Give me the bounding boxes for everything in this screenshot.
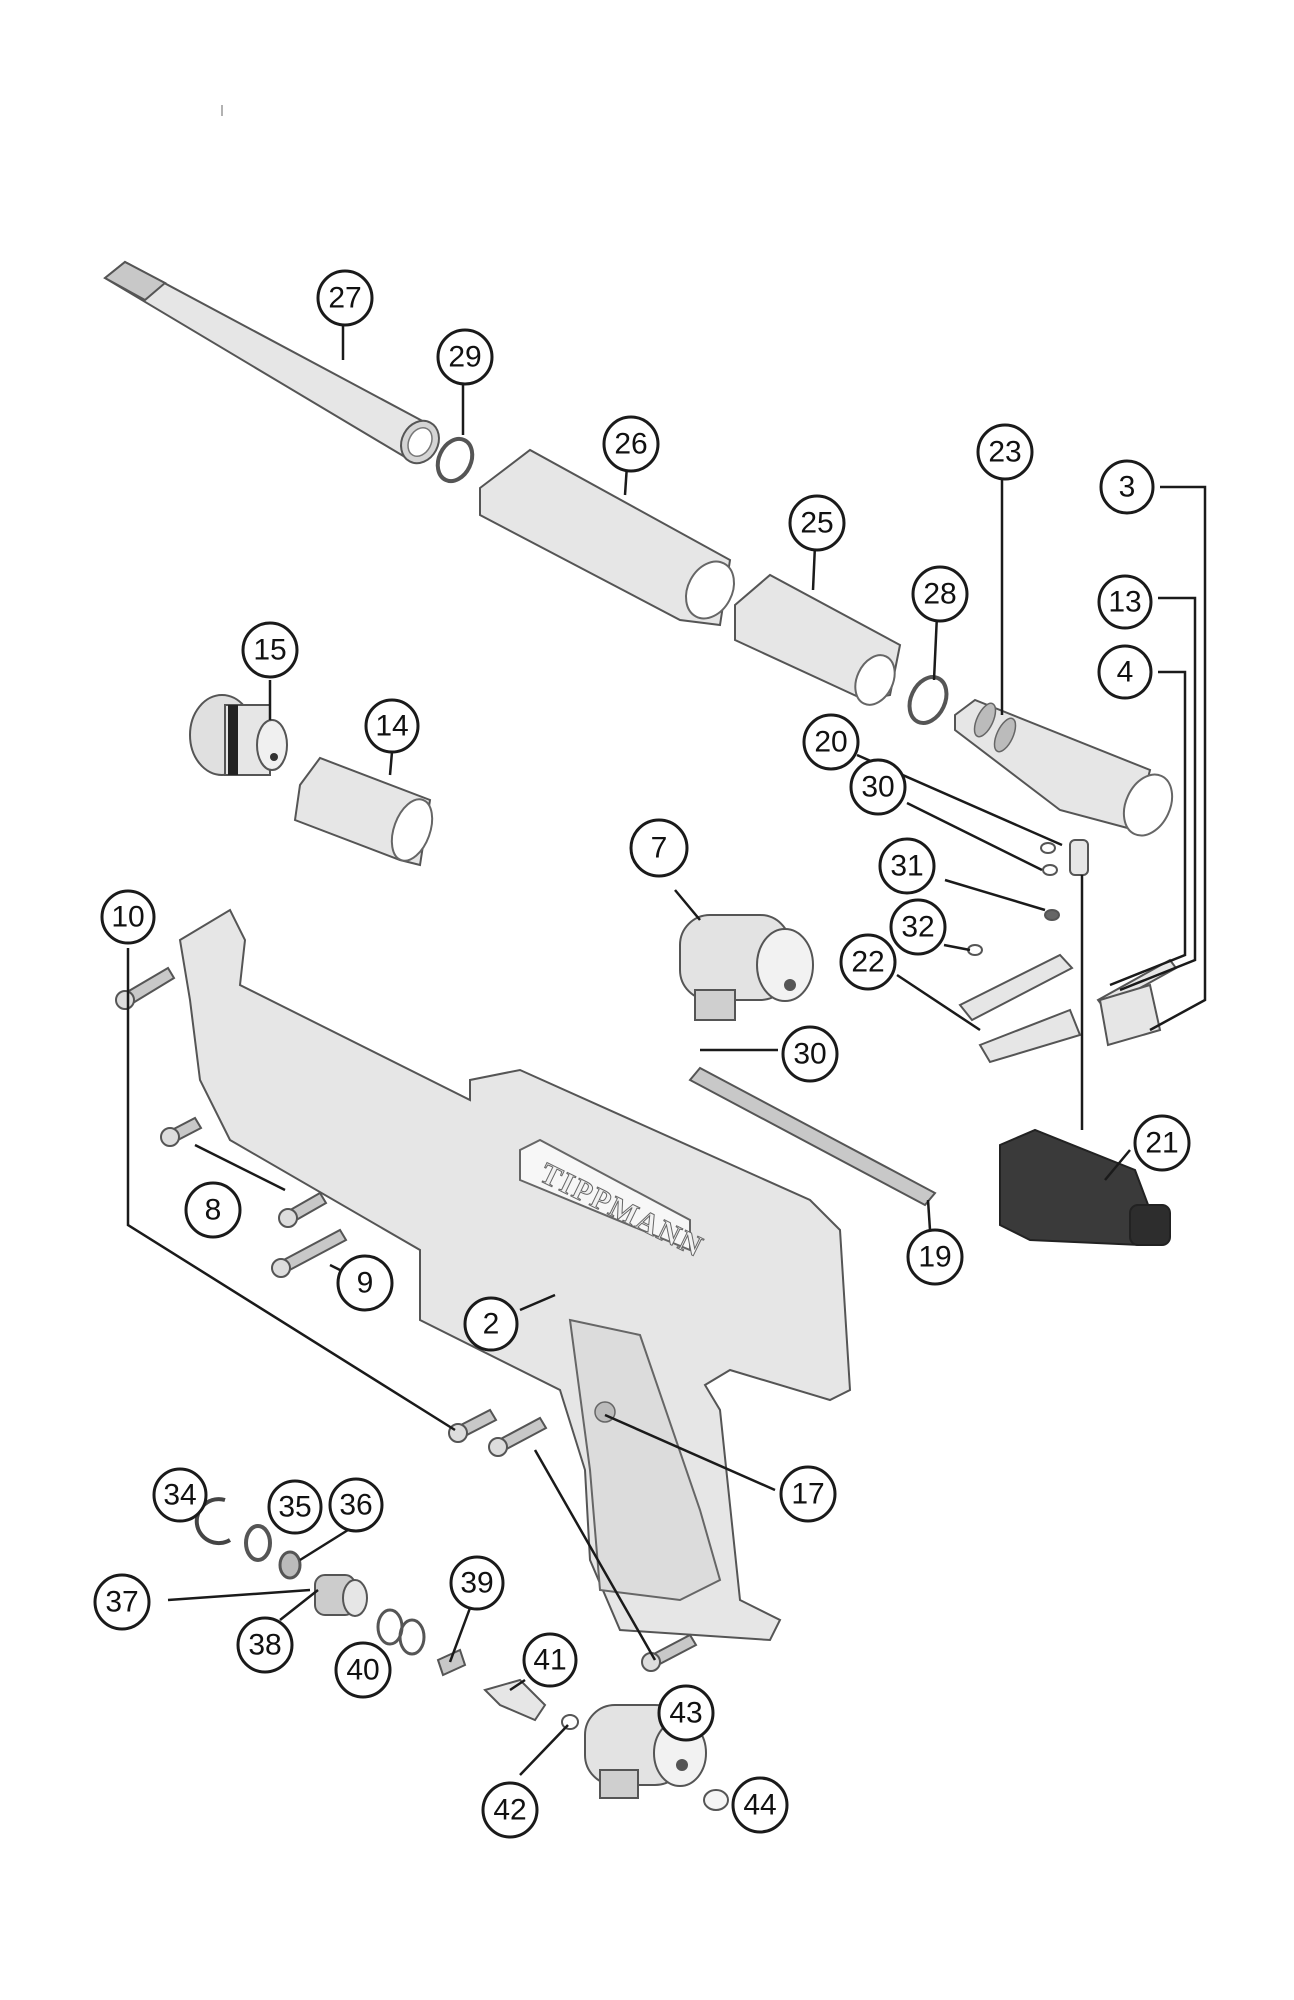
svg-text:29: 29 bbox=[448, 341, 481, 374]
callout-26: 26 bbox=[602, 415, 660, 473]
callout-17: 17 bbox=[779, 1465, 837, 1523]
svg-text:4: 4 bbox=[1117, 656, 1134, 689]
svg-text:27: 27 bbox=[328, 282, 361, 315]
svg-text:2: 2 bbox=[483, 1308, 500, 1341]
svg-text:30: 30 bbox=[793, 1038, 826, 1071]
svg-text:21: 21 bbox=[1145, 1127, 1178, 1160]
callout-36: 36 bbox=[328, 1477, 384, 1533]
small-parts-group bbox=[958, 839, 1178, 1064]
callout-30-upper: 30 bbox=[849, 758, 907, 816]
svg-text:34: 34 bbox=[163, 1479, 196, 1512]
svg-text:22: 22 bbox=[851, 946, 884, 979]
valve-body-part-7 bbox=[679, 914, 814, 1021]
callout-10: 10 bbox=[100, 889, 156, 945]
callout-15: 15 bbox=[241, 621, 299, 679]
svg-text:20: 20 bbox=[814, 726, 847, 759]
sleeve-part-14 bbox=[293, 756, 434, 867]
svg-text:14: 14 bbox=[375, 710, 408, 743]
svg-text:32: 32 bbox=[901, 911, 934, 944]
svg-text:31: 31 bbox=[890, 850, 923, 883]
svg-text:15: 15 bbox=[253, 634, 286, 667]
svg-text:39: 39 bbox=[460, 1567, 493, 1600]
svg-text:10: 10 bbox=[111, 901, 144, 934]
callout-44: 44 bbox=[731, 1776, 789, 1834]
callout-19: 19 bbox=[906, 1228, 964, 1286]
callout-32: 32 bbox=[889, 898, 947, 956]
svg-text:37: 37 bbox=[105, 1586, 138, 1619]
callout-34: 34 bbox=[152, 1467, 208, 1523]
receiver-tube-part-26 bbox=[479, 448, 735, 627]
callout-25: 25 bbox=[788, 494, 846, 552]
callout-20: 20 bbox=[802, 713, 860, 771]
callout-4: 4 bbox=[1097, 644, 1153, 700]
svg-text:41: 41 bbox=[533, 1644, 566, 1677]
callout-39: 39 bbox=[449, 1555, 505, 1611]
part-illustrations: TIPPMANN bbox=[103, 260, 1178, 1811]
callout-42: 42 bbox=[481, 1781, 539, 1839]
callout-7: 7 bbox=[629, 818, 689, 878]
screws-group bbox=[115, 966, 698, 1672]
callout-2: 2 bbox=[463, 1296, 519, 1352]
callout-38: 38 bbox=[236, 1616, 294, 1674]
frame-part-2: TIPPMANN bbox=[178, 908, 852, 1642]
bolt-part-23 bbox=[954, 698, 1174, 837]
oring-part-28 bbox=[907, 675, 949, 725]
callout-14: 14 bbox=[364, 698, 420, 754]
svg-text:19: 19 bbox=[918, 1241, 951, 1274]
callout-35: 35 bbox=[267, 1479, 323, 1535]
svg-text:17: 17 bbox=[791, 1478, 824, 1511]
pin-part-19 bbox=[688, 1066, 937, 1207]
breech-part-25 bbox=[734, 573, 902, 706]
callout-21: 21 bbox=[1133, 1114, 1191, 1172]
cap-part-15 bbox=[189, 694, 288, 776]
callout-30-lower: 30 bbox=[781, 1025, 839, 1083]
hammer-part-21 bbox=[999, 1128, 1171, 1247]
svg-text:28: 28 bbox=[923, 578, 956, 611]
callout-3: 3 bbox=[1099, 459, 1155, 515]
callout-40: 40 bbox=[334, 1641, 392, 1699]
svg-text:23: 23 bbox=[988, 436, 1021, 469]
svg-text:30: 30 bbox=[861, 771, 894, 804]
svg-text:8: 8 bbox=[205, 1194, 222, 1227]
callout-13: 13 bbox=[1097, 574, 1153, 630]
callout-43: 43 bbox=[657, 1684, 715, 1742]
callout-23: 23 bbox=[976, 423, 1034, 481]
svg-text:43: 43 bbox=[669, 1697, 702, 1730]
barrel-part-27 bbox=[103, 260, 440, 465]
callout-27: 27 bbox=[316, 269, 374, 327]
svg-text:44: 44 bbox=[743, 1789, 776, 1822]
callout-31: 31 bbox=[878, 837, 936, 895]
svg-text:40: 40 bbox=[346, 1654, 379, 1687]
callout-22: 22 bbox=[839, 933, 897, 991]
svg-text:26: 26 bbox=[614, 428, 647, 461]
callout-41: 41 bbox=[522, 1632, 578, 1688]
svg-text:35: 35 bbox=[278, 1491, 311, 1524]
svg-text:36: 36 bbox=[339, 1489, 372, 1522]
callouts: 2 3 4 7 8 9 10 13 14 15 17 19 20 21 22 2… bbox=[93, 269, 1191, 1839]
callout-8: 8 bbox=[184, 1181, 242, 1239]
oring-part-29 bbox=[435, 436, 475, 484]
callout-29: 29 bbox=[436, 328, 494, 386]
svg-text:3: 3 bbox=[1119, 471, 1136, 504]
svg-text:42: 42 bbox=[493, 1794, 526, 1827]
svg-text:9: 9 bbox=[357, 1267, 374, 1300]
callout-37: 37 bbox=[93, 1573, 151, 1631]
svg-text:38: 38 bbox=[248, 1629, 281, 1662]
svg-text:25: 25 bbox=[800, 507, 833, 540]
svg-text:7: 7 bbox=[651, 832, 668, 865]
lower-valve-parts bbox=[194, 1497, 729, 1811]
svg-text:13: 13 bbox=[1108, 586, 1141, 619]
callout-9: 9 bbox=[336, 1254, 394, 1312]
callout-28: 28 bbox=[911, 565, 969, 623]
